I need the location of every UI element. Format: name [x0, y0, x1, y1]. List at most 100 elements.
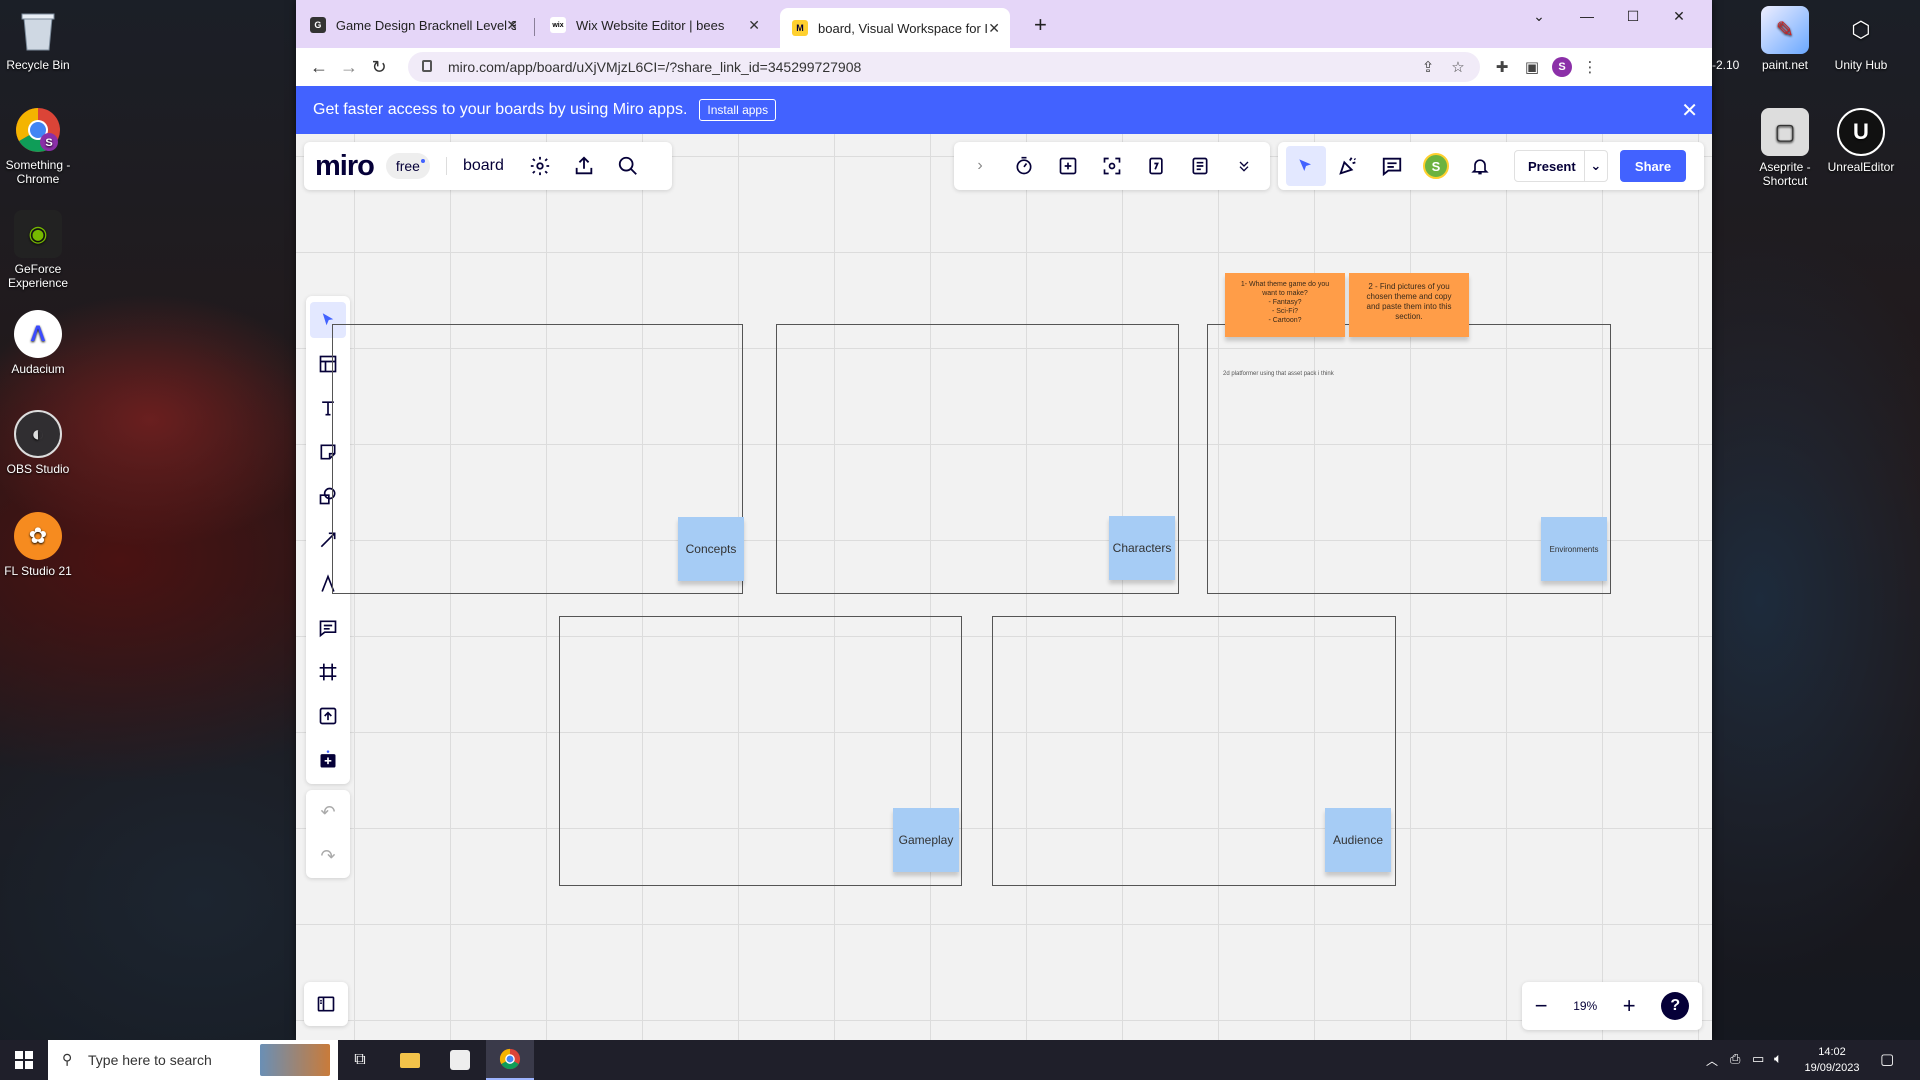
search-icon[interactable]	[606, 144, 650, 188]
sticky-prompt-theme[interactable]: 1- What theme game do you want to make? …	[1225, 273, 1345, 337]
tab-close-icon[interactable]: ✕	[506, 16, 518, 33]
settings-gear-icon[interactable]	[518, 144, 562, 188]
text-tool-icon[interactable]	[306, 386, 350, 430]
timer-icon[interactable]	[1002, 144, 1046, 188]
tab-search-icon[interactable]: ⌄	[1533, 7, 1545, 24]
tray-chevron-icon[interactable]: ︿	[1706, 1054, 1719, 1068]
sticky-add-icon[interactable]	[1046, 144, 1090, 188]
tab-wix[interactable]: wix Wix Website Editor | bees ✕	[538, 8, 770, 42]
board-panel-toggle[interactable]	[304, 982, 348, 1026]
desktop-icon-aseprite[interactable]: ▢ Aseprite - Shortcut	[1740, 108, 1830, 188]
export-upload-icon[interactable]	[562, 144, 606, 188]
profile-avatar[interactable]: S	[1552, 57, 1572, 77]
tray-volume-icon[interactable]: 🔈︎	[1774, 1050, 1783, 1066]
windows-logo-icon	[15, 1051, 33, 1069]
address-bar[interactable]: miro.com/app/board/uXjVMjzL6CI=/?share_l…	[408, 52, 1480, 82]
banner-close-icon[interactable]: ✕	[1681, 100, 1698, 122]
notifications-icon[interactable]: ▢	[1880, 1051, 1895, 1068]
sticky-concepts[interactable]: Concepts	[678, 517, 744, 581]
notifications-bell-icon[interactable]	[1458, 144, 1502, 188]
comments-icon[interactable]	[1370, 144, 1414, 188]
new-tab-button[interactable]: +	[1034, 12, 1047, 37]
share-page-icon[interactable]: ⇪	[1421, 59, 1435, 76]
desktop-icon-chrome[interactable]: S Something - Chrome	[0, 106, 83, 186]
desktop-icon-obs[interactable]: ◐ OBS Studio	[0, 410, 83, 476]
minimize-button[interactable]: —	[1580, 8, 1594, 24]
pen-tool-icon[interactable]	[306, 562, 350, 606]
frame-characters[interactable]	[776, 324, 1179, 594]
focus-frame-icon[interactable]	[1090, 144, 1134, 188]
reload-button[interactable]: ↻	[371, 56, 387, 77]
zoom-out-icon[interactable]: −	[1534, 993, 1548, 1018]
more-apps-tool-icon[interactable]	[306, 738, 350, 782]
browser-window: G Game Design Bracknell Level 3 ✕ wix Wi…	[296, 0, 1712, 1040]
tab-miro-board[interactable]: M board, Visual Workspace for Innc ✕	[780, 8, 1010, 48]
side-panel-icon[interactable]: ▣	[1524, 59, 1540, 76]
tray-wifi-icon[interactable]: ▭	[1752, 1051, 1765, 1066]
tray-network-icon[interactable]: ⎙	[1730, 1051, 1741, 1066]
desktop-icon-fl-studio[interactable]: ✿ FL Studio 21	[0, 512, 83, 578]
aseprite-icon: ▢	[1761, 108, 1809, 156]
desktop-icon-recycle-bin[interactable]: Recycle Bin	[0, 6, 83, 72]
plan-badge[interactable]: free	[385, 153, 430, 179]
present-button[interactable]: Present ⌄	[1514, 150, 1608, 182]
extensions-icon[interactable]: ✚	[1495, 59, 1509, 76]
chrome-taskbar-icon[interactable]	[486, 1040, 534, 1080]
miro-logo[interactable]: miro	[315, 149, 375, 182]
cursor-select-icon[interactable]	[1286, 146, 1326, 186]
undo-icon[interactable]: ↶	[320, 801, 336, 822]
frame-gameplay[interactable]	[559, 616, 962, 886]
sticky-gameplay[interactable]: Gameplay	[893, 808, 959, 872]
share-button[interactable]: Share	[1620, 150, 1686, 182]
reactions-party-icon[interactable]	[1326, 144, 1370, 188]
shapes-tool-icon[interactable]	[306, 474, 350, 518]
voting-icon[interactable]	[1134, 144, 1178, 188]
more-chevrons-icon[interactable]	[1222, 144, 1266, 188]
frame-concepts[interactable]	[332, 324, 743, 594]
zoom-level[interactable]: 19%	[1573, 999, 1598, 1013]
comment-tool-icon[interactable]	[306, 606, 350, 650]
upload-tool-icon[interactable]	[306, 694, 350, 738]
sticky-characters[interactable]: Characters	[1109, 516, 1175, 580]
frame-tool-icon[interactable]	[306, 650, 350, 694]
sticky-line: 1- What theme game do you	[1240, 281, 1330, 288]
present-dropdown-icon[interactable]: ⌄	[1583, 151, 1607, 181]
sticky-prompt-pictures[interactable]: 2 - Find pictures of you chosen theme an…	[1349, 273, 1469, 337]
desktop-icon-paintnet[interactable]: ✎ paint.net	[1740, 6, 1830, 72]
board-name[interactable]: board	[445, 157, 504, 175]
close-window-button[interactable]: ✕	[1673, 7, 1685, 24]
forward-button[interactable]: →	[340, 56, 358, 77]
maximize-button[interactable]: ☐	[1626, 7, 1640, 24]
frame-audience[interactable]	[992, 616, 1396, 886]
board-canvas[interactable]: miro free board › S Present ⌄ Share ↶	[296, 134, 1712, 1040]
user-avatar[interactable]: S	[1414, 144, 1458, 188]
tab-game-design[interactable]: G Game Design Bracknell Level 3 ✕	[298, 8, 528, 42]
templates-tool-icon[interactable]	[306, 342, 350, 386]
start-button[interactable]	[0, 1040, 48, 1080]
collab-toolbar: ›	[954, 142, 1270, 190]
twitch-app-icon[interactable]	[436, 1040, 484, 1080]
board-note-text[interactable]: 2d platformer using that asset pack i th…	[1223, 371, 1334, 377]
taskbar-search-box[interactable]: ⚲ Type here to search	[48, 1040, 338, 1080]
tab-close-icon[interactable]: ✕	[748, 16, 760, 33]
menu-kebab-icon[interactable]: ⋮	[1582, 59, 1598, 76]
file-explorer-icon[interactable]	[386, 1040, 434, 1080]
desktop-icon-unity-hub[interactable]: ⬡ Unity Hub	[1816, 6, 1906, 73]
sticky-environments[interactable]: Environments	[1541, 517, 1607, 581]
select-tool-icon[interactable]	[310, 302, 346, 338]
notes-list-icon[interactable]	[1178, 144, 1222, 188]
back-button[interactable]: ←	[310, 56, 328, 77]
zoom-in-icon[interactable]: +	[1622, 993, 1636, 1018]
redo-icon[interactable]: ↷	[320, 845, 336, 866]
bookmark-star-icon[interactable]: ☆	[1451, 59, 1465, 76]
tab-close-icon[interactable]: ✕	[988, 19, 1000, 36]
tray-clock[interactable]: 14:02 19/09/2023	[1800, 1044, 1864, 1076]
desktop-icon-audacium[interactable]: Λ Audacium	[0, 310, 83, 376]
desktop-icon-unreal[interactable]: U UnrealEditor	[1816, 108, 1906, 174]
install-apps-button[interactable]: Install apps	[699, 99, 777, 121]
desktop-icon-geforce[interactable]: ◉ GeForce Experience	[0, 210, 83, 290]
task-view-icon[interactable]: ⧉	[354, 1051, 366, 1068]
chevron-right-icon[interactable]: ›	[977, 157, 983, 174]
sticky-audience[interactable]: Audience	[1325, 808, 1391, 872]
help-button[interactable]: ?	[1661, 992, 1690, 1020]
